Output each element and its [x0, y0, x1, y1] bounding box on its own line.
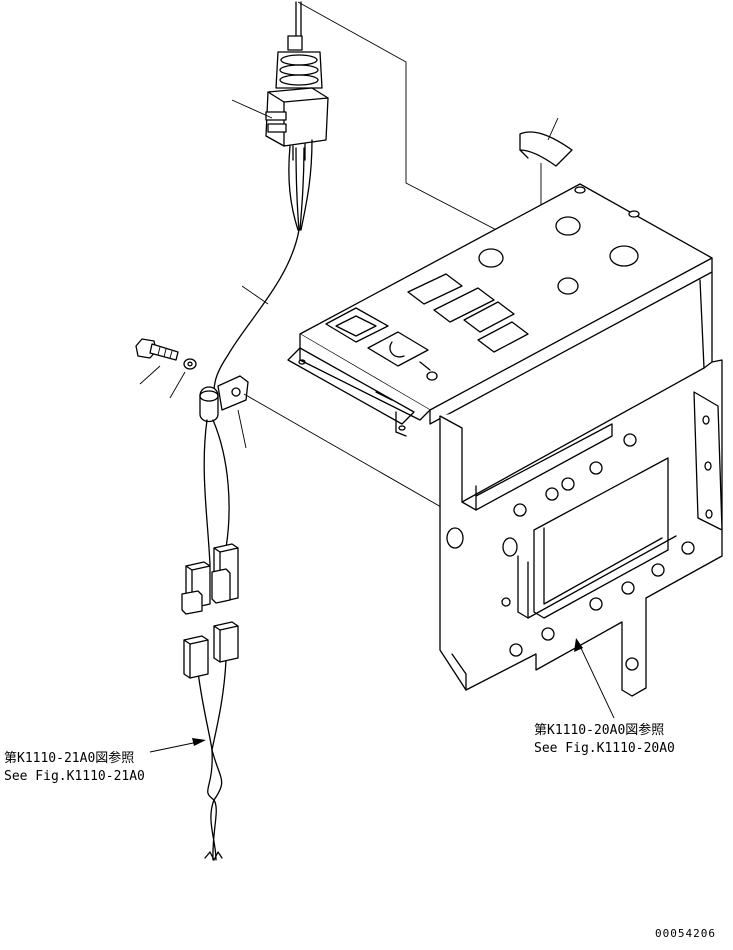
right-ref-en: See Fig.K1110-20A0: [534, 741, 675, 756]
bolt-leader: [139, 365, 161, 385]
connector-icon: [181, 543, 239, 615]
clamp-icon: [199, 375, 249, 423]
clamp-leader: [237, 409, 247, 449]
right-ref-arrow: [574, 638, 615, 719]
left-ref-arrow: [149, 738, 206, 753]
right-ref-jp: 第K1110-20A0図参照: [534, 722, 664, 738]
boss-nuts: [446, 433, 695, 657]
washer-leader: [169, 371, 186, 399]
left-ref-jp: 第K1110-21A0図参照: [4, 750, 134, 766]
switch-leader: [231, 99, 273, 119]
clamp-centerline: [243, 393, 456, 516]
left-ref-en: See Fig.K1110-21A0: [4, 769, 145, 784]
bracket-icon: [287, 183, 723, 697]
switch-icon: [265, 1, 329, 161]
label-icon: [519, 117, 573, 167]
harness-leader: [241, 285, 269, 305]
drawing-number: 00054206: [655, 927, 716, 940]
bolt-icon: [135, 338, 179, 361]
connector-mating-icon: [183, 621, 239, 679]
wire-harness-lower: [197, 419, 230, 861]
wire-harness: [213, 139, 313, 393]
washer-icon: [183, 358, 197, 370]
